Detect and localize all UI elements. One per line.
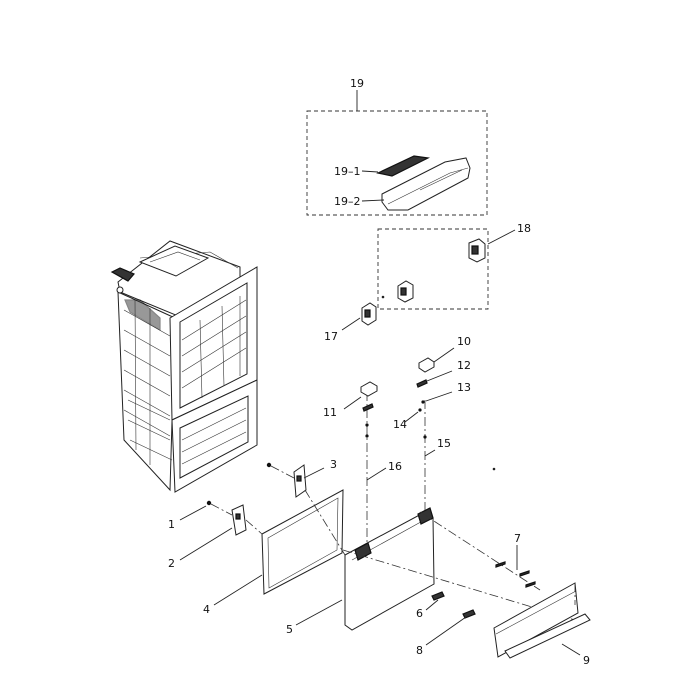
callout-11: 11 <box>323 406 337 419</box>
callout-13: 13 <box>457 381 471 394</box>
callout-5: 5 <box>286 623 293 636</box>
callout-19: 19 <box>350 77 364 90</box>
group-18-boundary <box>377 228 489 310</box>
callout-2: 2 <box>168 557 175 570</box>
parts-10-16 <box>343 347 455 481</box>
callout-17: 17 <box>324 330 338 343</box>
callout-3: 3 <box>330 458 337 471</box>
part-19-1 <box>376 155 430 177</box>
part-17 <box>341 302 377 331</box>
callout-19-2: 19–2 <box>334 195 361 208</box>
callout-14: 14 <box>393 418 407 431</box>
callout-6: 6 <box>416 607 423 620</box>
callout-4: 4 <box>203 603 210 616</box>
part-group-19 <box>306 90 488 216</box>
callout-1: 1 <box>168 518 175 531</box>
callout-15: 15 <box>437 437 451 450</box>
callout-19-1: 19–1 <box>334 165 361 178</box>
callout-7: 7 <box>514 532 521 545</box>
drawer-housing-assembly <box>110 240 258 493</box>
part-3 <box>266 462 325 498</box>
callout-9: 9 <box>583 654 590 667</box>
parts-6-9 <box>425 467 591 659</box>
callout-18: 18 <box>517 222 531 235</box>
callout-12: 12 <box>457 359 471 372</box>
part-4-gasket <box>213 489 344 606</box>
part-19-2 <box>381 157 471 211</box>
callout-labels: 19 19–1 19–2 18 17 10 12 13 11 14 15 16 … <box>168 77 590 667</box>
part-1-2 <box>179 500 247 561</box>
assembly-centerlines <box>304 392 576 621</box>
callout-8: 8 <box>416 644 423 657</box>
group-19-boundary <box>306 110 488 216</box>
part-group-18 <box>377 228 516 310</box>
callout-10: 10 <box>457 335 471 348</box>
callout-16: 16 <box>388 460 402 473</box>
